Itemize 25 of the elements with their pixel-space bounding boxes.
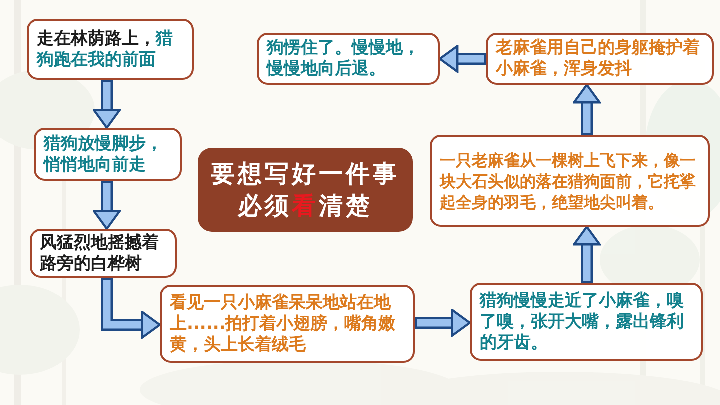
process-box <box>257 33 440 85</box>
step-text: 猎狗慢慢走近了小麻雀，嗅了嗅，张开大嘴，露出锋利的牙齿。 <box>480 290 685 354</box>
step-text: 猎狗放慢脚步，悄悄地向前走 <box>44 134 164 176</box>
process-box <box>430 135 710 227</box>
title-box <box>198 148 413 232</box>
step-text: 风猛烈地摇撼着路旁的白桦树 <box>40 232 160 274</box>
step-text: 狗愣住了。慢慢地，慢慢地向后退。 <box>267 38 421 80</box>
process-box <box>160 285 415 363</box>
step-text: 一只老麻雀从一棵树上飞下来，像一块大石头似的落在猎狗面前，它挓挲起全身的羽毛，绝望地尖叫着。 <box>440 150 697 212</box>
block-arrow <box>415 309 472 337</box>
process-box <box>34 128 182 181</box>
block-arrow <box>101 278 162 339</box>
block-arrow <box>93 181 121 230</box>
step-text: 走在林荫路上，猎狗跑在我的前面 <box>37 28 174 70</box>
step-text: 老麻雀用自己的身躯掩护着小麻雀，浑身发抖 <box>496 38 701 80</box>
step-text: 看见一只小麻雀呆呆地站在地上......拍打着小翅膀，嘴角嫩黄，头上长着绒毛 <box>170 292 397 356</box>
block-arrow <box>93 80 121 130</box>
process-box <box>27 19 194 80</box>
block-arrow <box>573 84 601 135</box>
process-box <box>30 229 177 278</box>
block-arrow <box>438 45 486 73</box>
block-arrow <box>573 226 601 283</box>
process-box <box>486 33 714 85</box>
title-text: 要想写好一件事必须看清楚 <box>210 158 401 222</box>
process-box <box>470 283 703 361</box>
